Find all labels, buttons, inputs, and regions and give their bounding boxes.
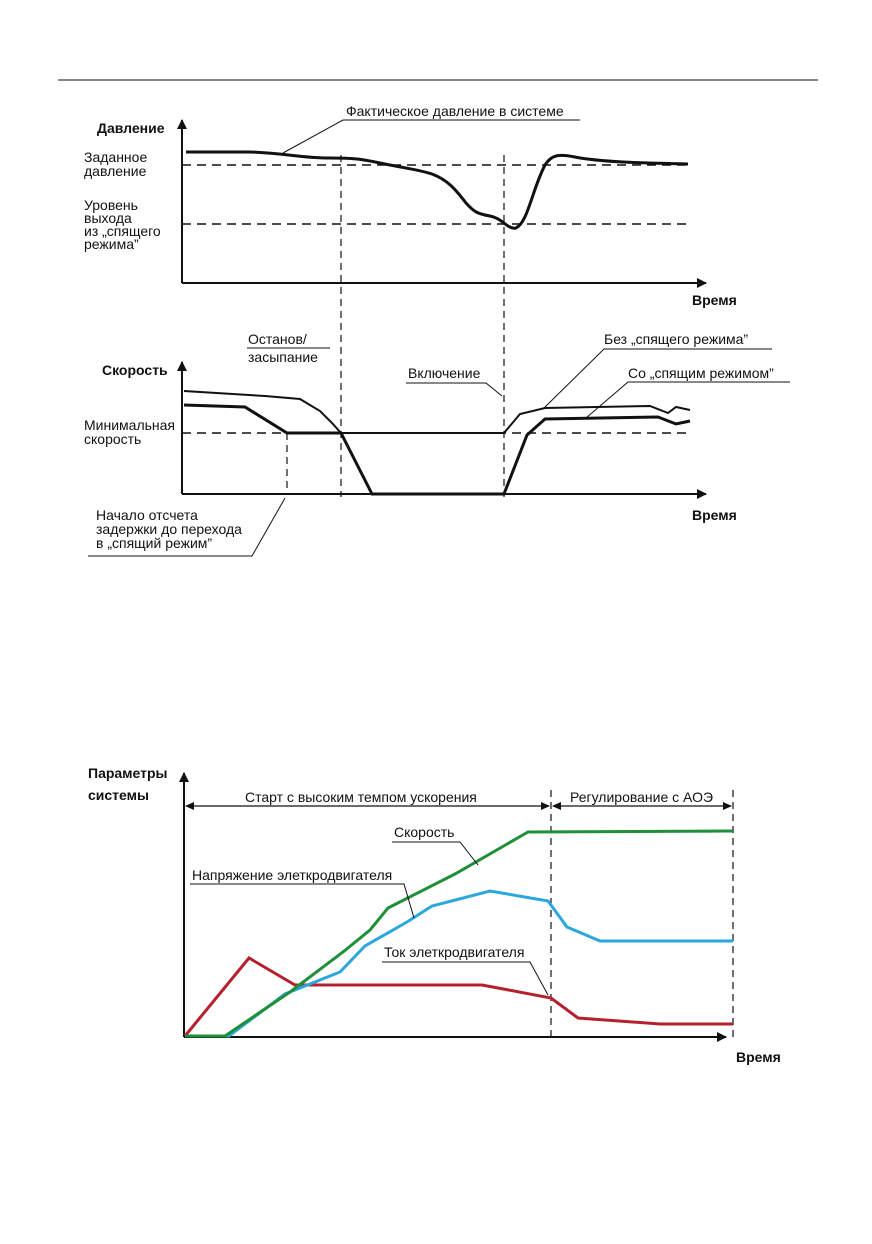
wake-label-2: выхода <box>84 210 132 226</box>
speed-curve-leader <box>392 841 479 866</box>
actual-pressure-curve <box>186 150 689 230</box>
params-axis-label-1: Параметры <box>88 765 168 781</box>
speed-curve <box>185 829 734 1038</box>
min-speed-label-2: скорость <box>84 431 141 447</box>
switch-on-leader <box>406 382 503 397</box>
delay-label-3: в „спящий режим” <box>96 535 212 551</box>
current-curve-label: Ток элеткродвигателя <box>384 944 524 960</box>
pressure-axis-label: Давление <box>97 120 165 136</box>
voltage-curve-label: Напряжение элеткродвигателя <box>192 867 392 883</box>
stop-label-1: Останов/ <box>248 331 307 347</box>
speed-curve-label: Скорость <box>394 824 454 840</box>
without-sleep-label: Без „спящего режима” <box>604 331 748 347</box>
voltage-curve-leader <box>190 883 415 919</box>
switch-on-label: Включение <box>408 365 481 381</box>
time-axis-label-bottom: Время <box>692 507 737 523</box>
setpoint-label: Заданное <box>84 149 147 165</box>
actual-pressure-label: Фактическое давление в системе <box>346 103 564 119</box>
delay-leader <box>88 497 286 557</box>
params-time-axis-label: Время <box>736 1049 781 1065</box>
speed-diagram: Скорость Время Минимальная скорость Оста… <box>84 331 790 557</box>
system-parameters-diagram: Параметры системы Время Старт с высоким … <box>88 765 781 1065</box>
with-sleep-leader <box>585 381 790 419</box>
speed-without-sleep-curve <box>183 390 691 434</box>
without-sleep-leader <box>542 348 772 410</box>
delay-label-2: задержки до перехода <box>96 521 242 537</box>
setpoint-label-2: давление <box>84 163 147 179</box>
speed-axis-label: Скорость <box>102 362 168 378</box>
stop-label-2: засыпание <box>248 349 318 365</box>
params-axis-label-2: системы <box>88 787 149 803</box>
delay-label-1: Начало отсчета <box>96 507 198 523</box>
actual-pressure-leader <box>282 119 580 154</box>
time-axis-label-top: Время <box>692 292 737 308</box>
with-sleep-label: Со „спящим режимом” <box>628 365 774 381</box>
voltage-curve <box>185 889 733 1038</box>
speed-with-sleep-curve <box>183 403 691 496</box>
phase-regulation-label: Регулирование с АОЭ <box>570 789 713 805</box>
pressure-diagram: Давление Время Заданное давление Уровень… <box>84 103 737 308</box>
phase-start-label: Старт с высоким темпом ускорения <box>245 789 477 805</box>
wake-label-4: режима” <box>84 236 139 252</box>
wake-label-1: Уровень <box>84 197 138 213</box>
wake-label-3: из „спящего <box>84 223 161 239</box>
current-curve-leader <box>382 961 549 996</box>
current-curve <box>183 956 733 1037</box>
min-speed-label-1: Минимальная <box>84 417 175 433</box>
